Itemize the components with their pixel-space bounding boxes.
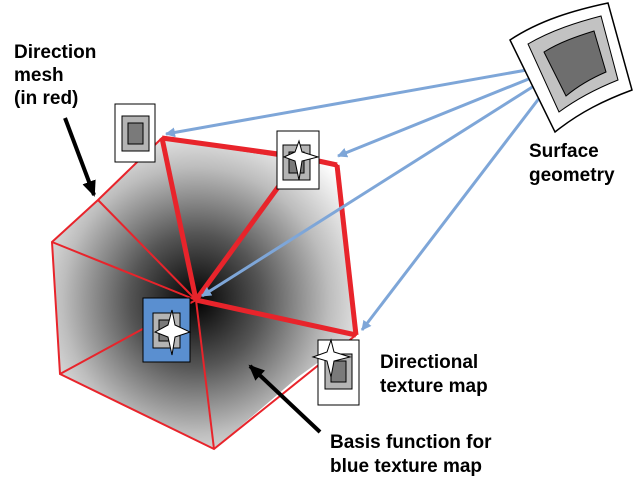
sparkle-star-icon bbox=[311, 338, 352, 378]
surface-geometry-label: Surface geometry bbox=[529, 141, 615, 186]
blue-arrows bbox=[165, 66, 552, 331]
texture-map-bottom bbox=[311, 338, 360, 406]
basis-function-pointer-arrow bbox=[248, 364, 322, 434]
surface-geometry-icon bbox=[509, 2, 633, 134]
direction-mesh-label-line3: (in red) bbox=[14, 88, 78, 109]
texture-map-top-left bbox=[114, 103, 156, 163]
arrow-to-top-left-map bbox=[165, 66, 539, 138]
arrow-to-center-map bbox=[201, 77, 546, 298]
basis-function-label: Basis function for blue texture map bbox=[330, 432, 497, 477]
sparkle-star-icon bbox=[153, 309, 192, 356]
directional-texture-map-label-line1: Directional bbox=[380, 352, 478, 373]
sparkle-star-icon bbox=[282, 139, 320, 181]
direction-mesh-label-line2: mesh bbox=[14, 65, 64, 86]
directional-texture-map-label: Directional texture map bbox=[380, 352, 488, 397]
directional-texture-map-label-line2: texture map bbox=[380, 376, 488, 397]
basis-function-label-line1: Basis function for bbox=[330, 432, 492, 453]
basis-function-label-line2: blue texture map bbox=[330, 456, 482, 477]
direction-mesh-label-line1: Direction bbox=[14, 42, 96, 63]
arrow-to-top-map bbox=[337, 72, 542, 158]
direction-mesh-label: Direction mesh (in red) bbox=[14, 42, 102, 109]
surface-geometry-label-line2: geometry bbox=[529, 165, 615, 186]
arrow-to-bottom-map bbox=[360, 83, 552, 331]
surface-geometry-label-line1: Surface bbox=[529, 141, 599, 162]
direction-mesh-pointer-arrow bbox=[63, 117, 96, 197]
texture-map-top bbox=[276, 130, 320, 190]
texture-map-blue bbox=[142, 297, 192, 363]
